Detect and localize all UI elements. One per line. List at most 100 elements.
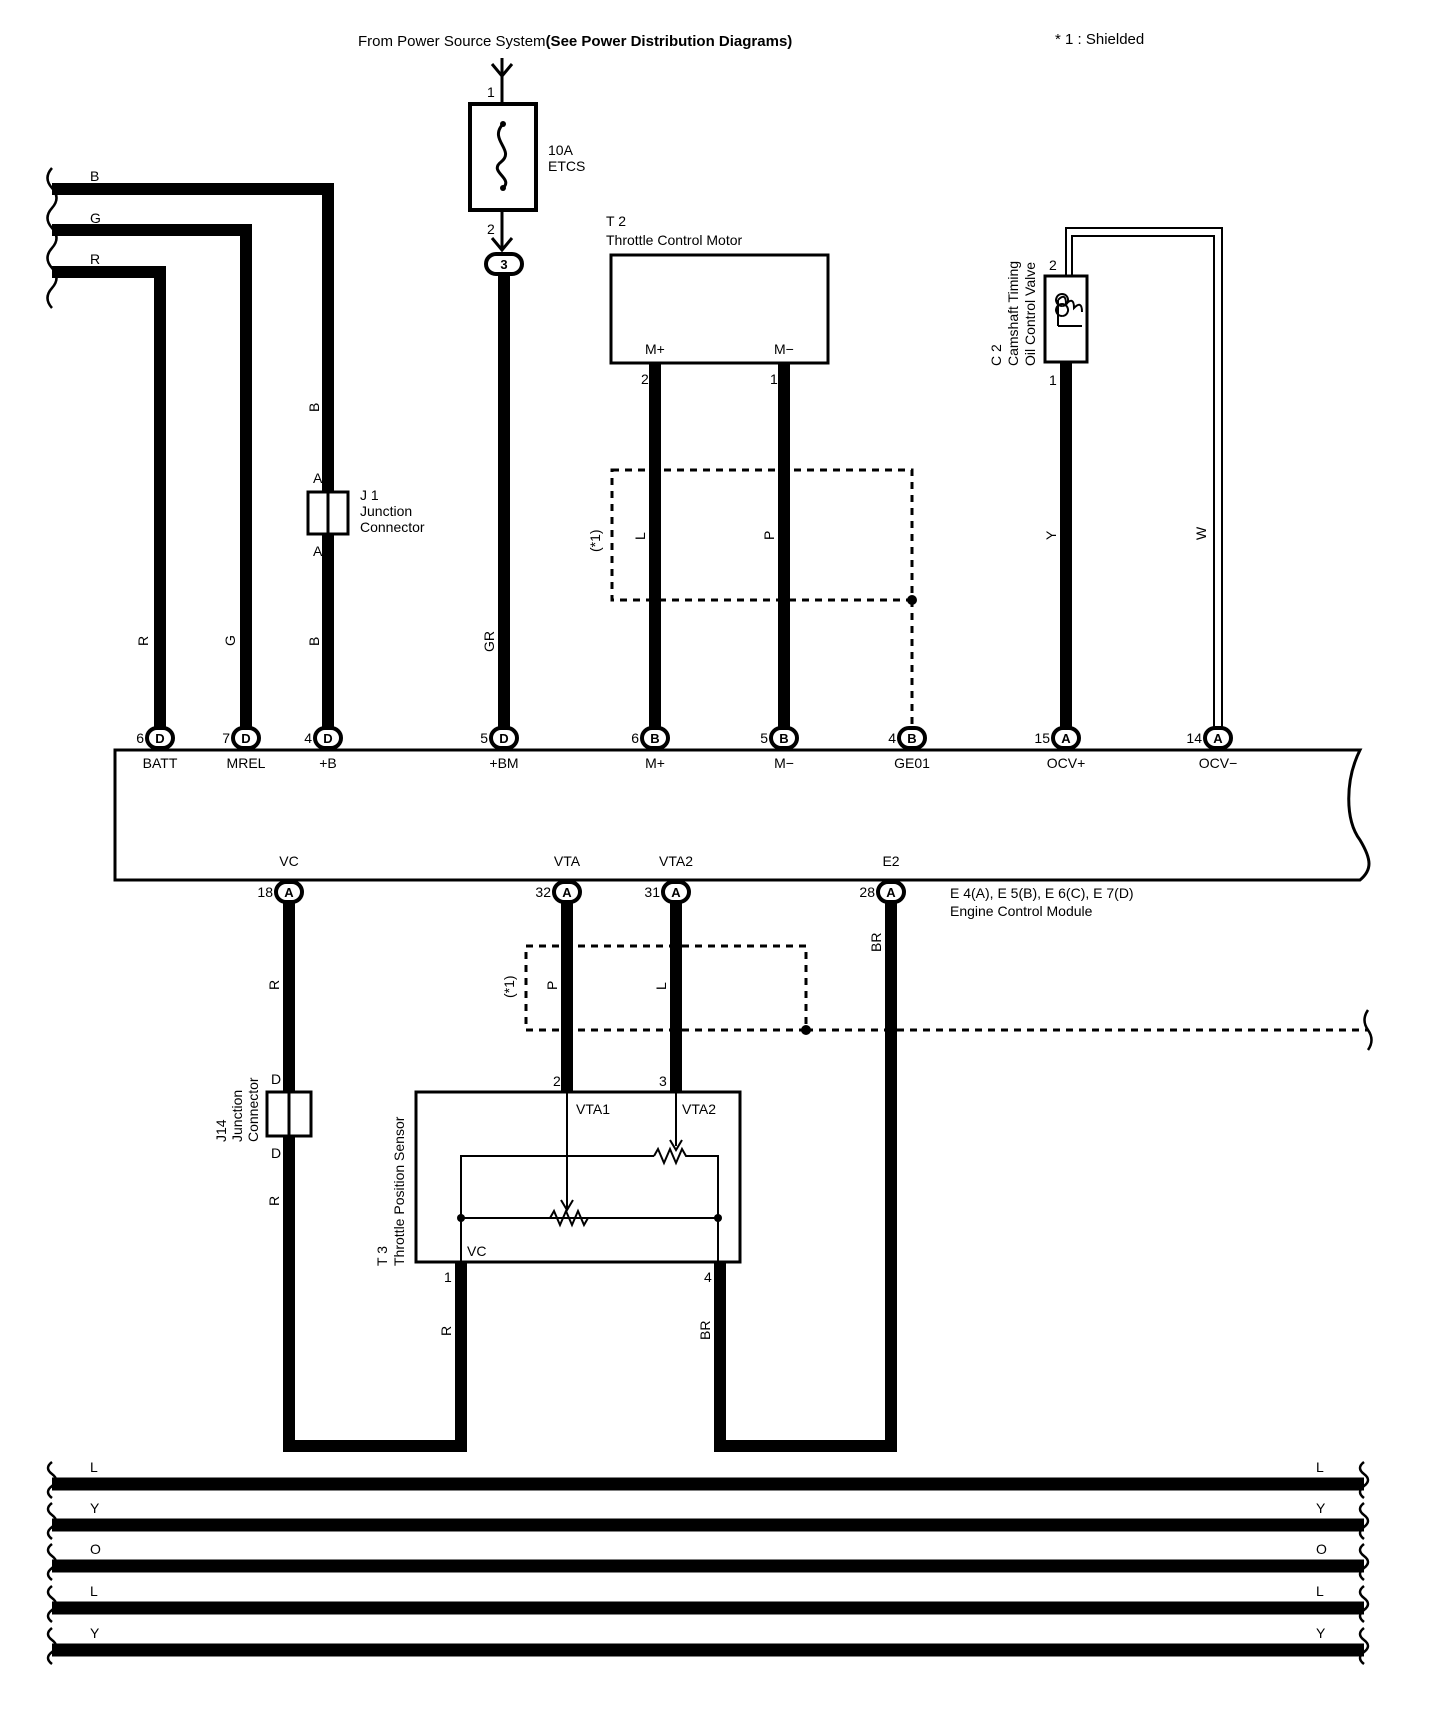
wire-w-ocv-minus (1071, 235, 1215, 728)
pin-number: 6 (136, 730, 144, 746)
power-source-label: From Power Source System(See Power Distr… (358, 33, 792, 50)
wire-color-label: W (1193, 526, 1209, 540)
break-symbol (46, 1502, 58, 1540)
connector-letter: A (671, 885, 681, 900)
break-symbol (46, 1627, 58, 1665)
connector-marker (1051, 726, 1081, 750)
ocv-pin-top: 2 (1049, 257, 1057, 273)
pin-name: VTA (554, 853, 581, 869)
ecm-body (113, 748, 1371, 882)
ecm-pin: D4+B (304, 726, 343, 771)
ocv-id: C 2 (988, 344, 1004, 366)
connector-letter: A (1213, 731, 1223, 746)
pin-name: VC (279, 853, 298, 869)
arrow-down-icon (490, 63, 514, 79)
connector-marker (1203, 726, 1233, 750)
tps-pin-number: 4 (704, 1269, 712, 1285)
connector-marker (640, 726, 670, 750)
connector-letter: D (323, 731, 332, 746)
ecm-pin: D5+BM (480, 726, 519, 771)
t2-pin-mplus: M+ (645, 341, 665, 357)
ecm-pin: B6M+ (631, 726, 670, 771)
rail-color-label: Y (90, 1500, 100, 1516)
rail-color-label: L (90, 1459, 98, 1475)
wire-color-label: R (438, 1326, 454, 1336)
wire-color-label: L (653, 982, 669, 990)
break-symbol (46, 1543, 58, 1581)
coil-loop-icon (1055, 293, 1070, 317)
power-source-text: From Power Source System (358, 33, 546, 50)
tps-vc-label: VC (467, 1243, 486, 1259)
left-wire-color-label: G (90, 210, 101, 226)
left-wire-color-label: R (90, 251, 100, 267)
camshaft-oil-control-valve: 2 1 C 2 Camshaft Timing Oil Control Valv… (988, 257, 1089, 388)
break-symbol (1358, 1585, 1370, 1623)
pin-name: MREL (227, 755, 266, 771)
fuse-body (468, 102, 538, 212)
wire-color-label: B (306, 403, 322, 412)
t2-name: Throttle Control Motor (606, 232, 742, 248)
wire-r (52, 266, 166, 738)
wire-color-label: BR (697, 1321, 713, 1340)
j1-junction-connector: A A J 1 Junction Connector (306, 470, 425, 559)
pin-number: 5 (480, 730, 488, 746)
wire-color-label: G (222, 635, 238, 646)
j1-name: Connector (360, 519, 425, 535)
wire-b (52, 183, 334, 738)
shield-junction-dot (801, 1025, 811, 1035)
tps-body (414, 1090, 742, 1264)
throttle-control-motor: T 2 Throttle Control Motor M+ M− 2 1 (606, 213, 830, 387)
pin-number: 31 (644, 884, 660, 900)
j14-junction-connector: D D J14 Junction Connector (213, 1071, 313, 1161)
j14-name: Junction (229, 1090, 245, 1142)
wire-w-ocv-minus (1065, 227, 1223, 728)
tps-id: T 3 (374, 1246, 390, 1266)
arrow-down-icon (669, 1139, 683, 1152)
pin-number: 14 (1186, 730, 1202, 746)
pin-number: 6 (631, 730, 639, 746)
pin-name: M− (774, 755, 794, 771)
j14-pin-bottom: D (271, 1145, 281, 1161)
junction-block-number: 3 (500, 257, 507, 272)
left-input-wires: B G R (46, 167, 334, 738)
wire-color-label: P (761, 531, 777, 540)
connector-letter: D (499, 731, 508, 746)
t2-pin-number: 1 (770, 371, 778, 387)
break-symbol-left (46, 167, 58, 309)
rail-color-label: L (1316, 1459, 1324, 1475)
pin-name: VTA2 (659, 853, 693, 869)
connector-letter: D (155, 731, 164, 746)
wire-br-e2 (714, 900, 897, 1452)
connector-letter: A (562, 885, 572, 900)
j1-id: J 1 (360, 487, 379, 503)
t2-id: T 2 (606, 213, 626, 229)
shield-note: * 1 : Shielded (1055, 31, 1144, 48)
fuse-pin-out: 2 (487, 221, 495, 237)
pin-number: 18 (257, 884, 273, 900)
wire-g (52, 224, 252, 738)
ecm-connectors-label: E 4(A), E 5(B), E 6(C), E 7(D) (950, 885, 1134, 901)
pin-name: OCV− (1199, 755, 1238, 771)
j1-pin-bottom: A (313, 543, 323, 559)
t2-pin-number: 2 (641, 371, 649, 387)
wire-color-label: B (306, 637, 322, 646)
throttle-position-sensor: VTA1 VTA2 VC 2 3 1 4 T 3 Throttle Positi… (374, 1073, 742, 1285)
connector-marker (231, 726, 261, 750)
j1-pin-top: A (313, 470, 323, 486)
pin-name: M+ (645, 755, 665, 771)
connector-marker (769, 726, 799, 750)
pin-name: +BM (489, 755, 518, 771)
fuse-rating: 10A (548, 142, 574, 158)
